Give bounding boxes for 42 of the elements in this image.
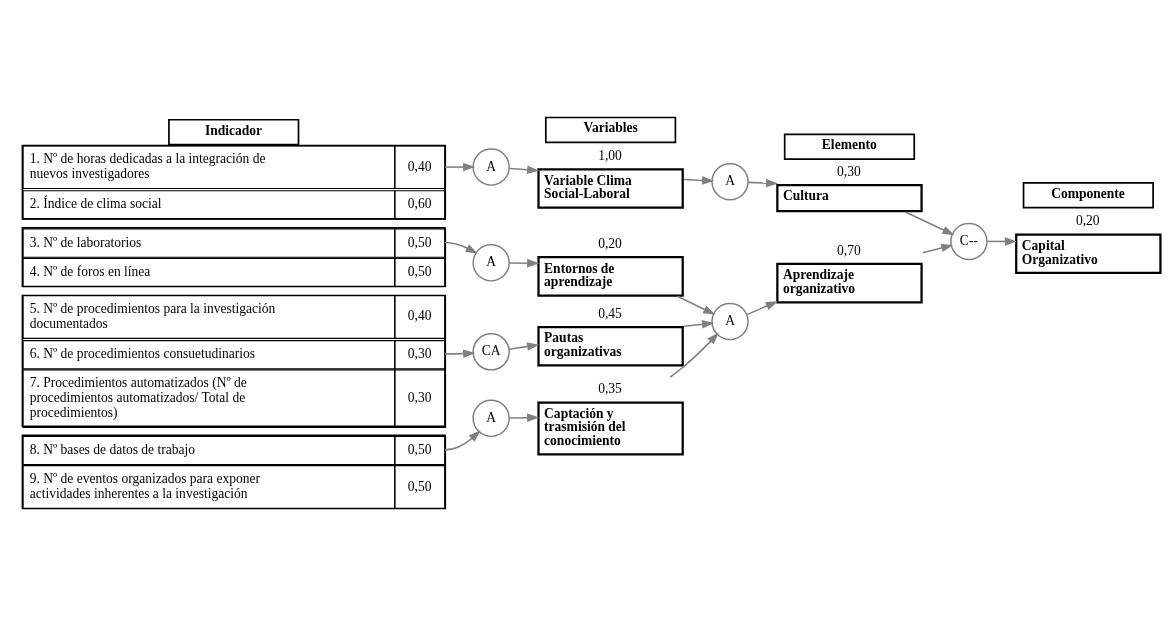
arrow	[669, 332, 719, 378]
node-box: Elemento	[783, 133, 916, 161]
node-circle: A	[711, 162, 749, 201]
arrow	[444, 430, 481, 451]
node-circle: A	[472, 244, 510, 282]
node-box: Variable Clima Social-Laboral	[537, 168, 684, 209]
node-label: 0,20	[598, 235, 622, 251]
node-box: Pautas organizativas	[537, 325, 684, 367]
arrow	[508, 258, 540, 268]
node-circle: A	[472, 148, 510, 186]
arrow	[508, 165, 540, 174]
node-label: 0,45	[598, 305, 622, 321]
node-box: Capital Organizativo	[1015, 233, 1162, 275]
node-circle: A	[711, 302, 749, 341]
node-box: Indicador	[168, 118, 300, 146]
arrow	[683, 176, 715, 185]
node-label: 0,35	[598, 381, 622, 397]
node-circle: A	[472, 399, 510, 438]
node-box: Entornos de aprendizaje	[537, 256, 684, 297]
node-box: Captación y trasmisión del conocimiento	[537, 401, 684, 456]
node-label: 1,00	[598, 147, 622, 163]
arrow	[508, 413, 540, 422]
arrow	[683, 320, 715, 329]
arrow	[986, 237, 1018, 246]
arrow	[444, 241, 478, 254]
node-box: Componente	[1022, 182, 1154, 209]
arrow	[444, 162, 476, 172]
arrow	[746, 301, 778, 316]
node-box: Aprendizaje organizativo	[776, 262, 923, 304]
node-box: Variables	[544, 116, 677, 144]
arrow	[922, 243, 954, 254]
arrow	[747, 178, 779, 188]
arrow	[676, 295, 716, 315]
node-label: 0,30	[837, 163, 861, 179]
node-label: 0,20	[1075, 213, 1100, 229]
node-circle: C--	[950, 222, 988, 261]
node-circle: CA	[472, 333, 510, 371]
arrow	[444, 349, 476, 358]
node-label: 0,70	[837, 242, 861, 258]
node-box: Cultura	[776, 184, 923, 213]
arrow	[904, 211, 955, 236]
arrow	[508, 342, 540, 351]
